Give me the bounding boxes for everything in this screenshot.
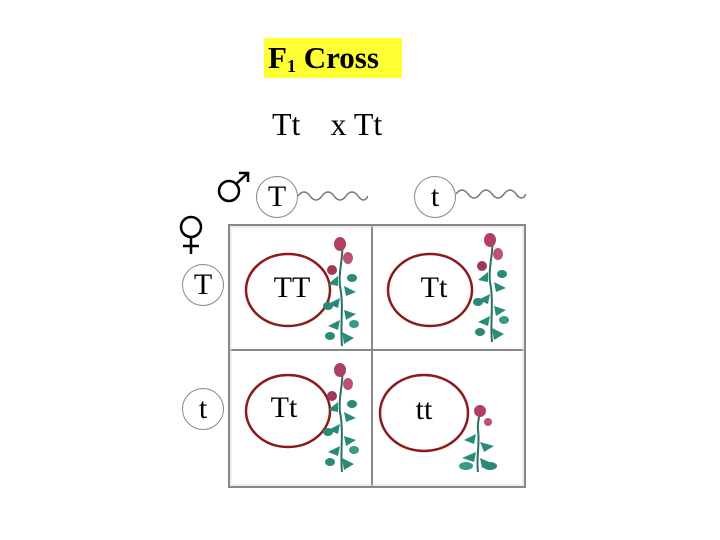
cell-genotype-2: Tt <box>421 271 448 305</box>
cell-genotype-1: TT <box>274 271 311 305</box>
punnett-square: TT Tt Tt tt <box>228 224 526 488</box>
short-plant-icon <box>456 404 502 474</box>
female-gamete-1: T <box>182 264 224 306</box>
diagram-title: F1 Cross <box>264 38 402 78</box>
female-symbol-icon <box>174 214 208 256</box>
female-gamete-2: t <box>182 388 224 430</box>
parent-cross: Tt x Tt <box>272 106 382 143</box>
tall-plant-icon <box>468 232 514 344</box>
parent-right-genotype: x Tt <box>330 106 382 142</box>
parent-left-genotype: Tt <box>272 106 300 142</box>
tall-plant-icon <box>318 236 364 348</box>
sperm-icon <box>456 184 526 204</box>
cell-genotype-3: Tt <box>271 391 298 425</box>
tall-plant-icon <box>318 362 364 474</box>
male-gamete-1: T <box>256 176 298 218</box>
cell-genotype-4: tt <box>416 393 433 427</box>
sperm-icon <box>298 186 368 206</box>
male-gamete-2: t <box>414 176 456 218</box>
male-symbol-icon <box>214 170 254 204</box>
